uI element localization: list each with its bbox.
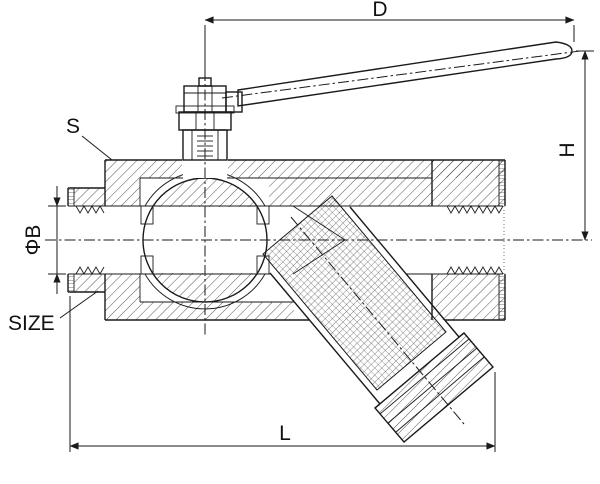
handle-lever xyxy=(237,41,573,107)
valve-handle xyxy=(225,41,573,113)
dimension-d: D xyxy=(204,0,575,74)
dim-label-d: D xyxy=(372,0,387,21)
label-size: SIZE xyxy=(8,312,55,335)
strainer-centerline xyxy=(290,216,465,425)
strainer-wall-lower xyxy=(269,272,381,405)
dimension-phi-b: ΦB xyxy=(22,186,66,294)
right-port-thread xyxy=(446,205,504,214)
dim-label-l: L xyxy=(279,422,291,445)
handle-bracket xyxy=(225,91,243,113)
body-outlines xyxy=(67,159,506,321)
left-port-thread xyxy=(75,266,105,275)
centerlines xyxy=(45,50,592,425)
dim-label-h: H xyxy=(556,142,579,157)
dimension-l: L xyxy=(69,296,496,452)
dimension-h: H xyxy=(556,50,594,241)
label-size-leader: SIZE xyxy=(8,290,99,335)
right-port-thread xyxy=(446,266,504,275)
left-port-thread xyxy=(75,205,105,214)
s-leader-line xyxy=(81,135,113,161)
label-s-leader: S xyxy=(66,115,113,161)
size-leader-line xyxy=(59,290,99,319)
dim-label-phi-b: ΦB xyxy=(22,225,45,256)
label-s: S xyxy=(66,115,80,138)
strainer-wall-upper xyxy=(349,206,460,338)
handle-centerline xyxy=(221,50,581,99)
